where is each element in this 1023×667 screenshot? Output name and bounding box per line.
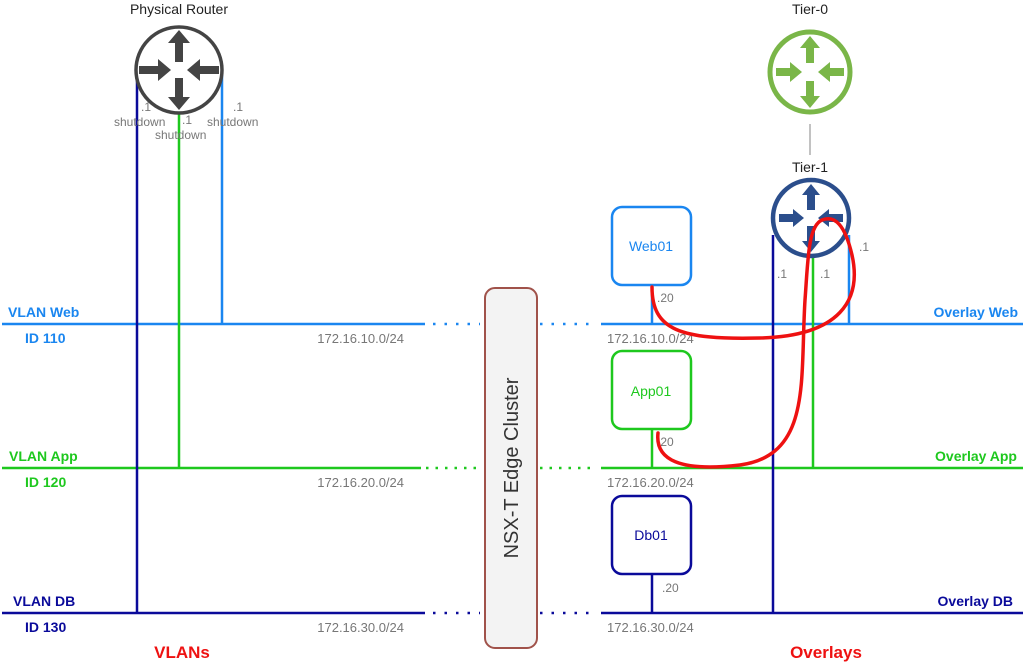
overlay-app-subnet: 172.16.20.0/24 [607,475,694,490]
vm-web01[interactable]: Web01 [610,205,693,287]
overlay-app-name: Overlay App [935,448,1017,464]
tier1-interface-labels: .1 .1 .1 [777,240,869,281]
tier1-label: Tier-1 [792,159,828,175]
phys-app-status: shutdown [155,128,206,142]
tier0-label: Tier-0 [792,1,828,17]
edge-cluster-label: NSX-T Edge Cluster [501,377,523,558]
vm-db01-box [610,494,693,576]
edge-cluster[interactable]: NSX-T Edge Cluster [484,287,538,649]
vm-app01-name: App01 [631,383,672,399]
vlan-db-name: VLAN DB [13,593,75,609]
phys-db-status: shutdown [114,115,165,129]
vlan-web-id: ID 110 [25,330,66,346]
t1-db-ip: .1 [777,267,787,281]
traffic-flow-path [650,217,856,469]
t1-web-ip: .1 [859,240,869,254]
tier1-router[interactable]: Tier-1 [770,159,852,259]
vlan-db-subnet: 172.16.30.0/24 [317,620,404,635]
vlan-app-name: VLAN App [9,448,78,464]
vm-app01-box [610,349,693,431]
overlay-web-subnet: 172.16.10.0/24 [607,331,694,346]
vm-db01-name: Db01 [634,527,668,543]
physical-router-label: Physical Router [130,1,228,17]
t1-app-ip: .1 [820,267,830,281]
vm-db01-ip: .20 [662,581,679,595]
phys-web-status: shutdown [207,115,258,129]
section-overlays: Overlays [790,643,862,662]
vlan-app-subnet: 172.16.20.0/24 [317,475,404,490]
vlan-labels: VLAN Web ID 110 172.16.10.0/24 VLAN App … [8,304,404,635]
vlan-web-name: VLAN Web [8,304,79,320]
overlay-labels: Overlay Web 172.16.10.0/24 Overlay App 1… [607,304,1018,635]
edge-cluster-box [484,287,538,649]
vm-web01-ip: .20 [657,291,674,305]
vm-db01[interactable]: Db01 [610,494,693,576]
tier1-links [771,235,851,613]
vm-web01-box [610,205,693,287]
vlan-lines [2,322,480,615]
physical-router-links [135,75,224,613]
router-icon [139,30,219,110]
tier0-router[interactable]: Tier-0 [767,1,853,115]
phys-db-ip: .1 [141,100,151,114]
vm-app01[interactable]: App01 [610,349,693,431]
phys-app-ip: .1 [182,113,192,127]
section-vlans: VLANs [154,643,210,662]
physical-router-body [134,25,224,115]
vlan-db-id: ID 130 [25,619,66,635]
overlay-db-subnet: 172.16.30.0/24 [607,620,694,635]
physical-router[interactable]: Physical Router [130,1,228,115]
tier1-router-body [770,177,852,259]
router-icon [776,36,844,108]
overlay-db-name: Overlay DB [938,593,1013,609]
vm-app01-ip: .20 [657,435,674,449]
phys-web-ip: .1 [233,100,243,114]
vm-web01-name: Web01 [629,238,673,254]
tier0-router-body [767,29,853,115]
overlay-web-name: Overlay Web [933,304,1018,320]
vlan-web-subnet: 172.16.10.0/24 [317,331,404,346]
physical-interface-labels: .1 shutdown .1 shutdown .1 shutdown [114,100,258,142]
vlan-app-id: ID 120 [25,474,66,490]
